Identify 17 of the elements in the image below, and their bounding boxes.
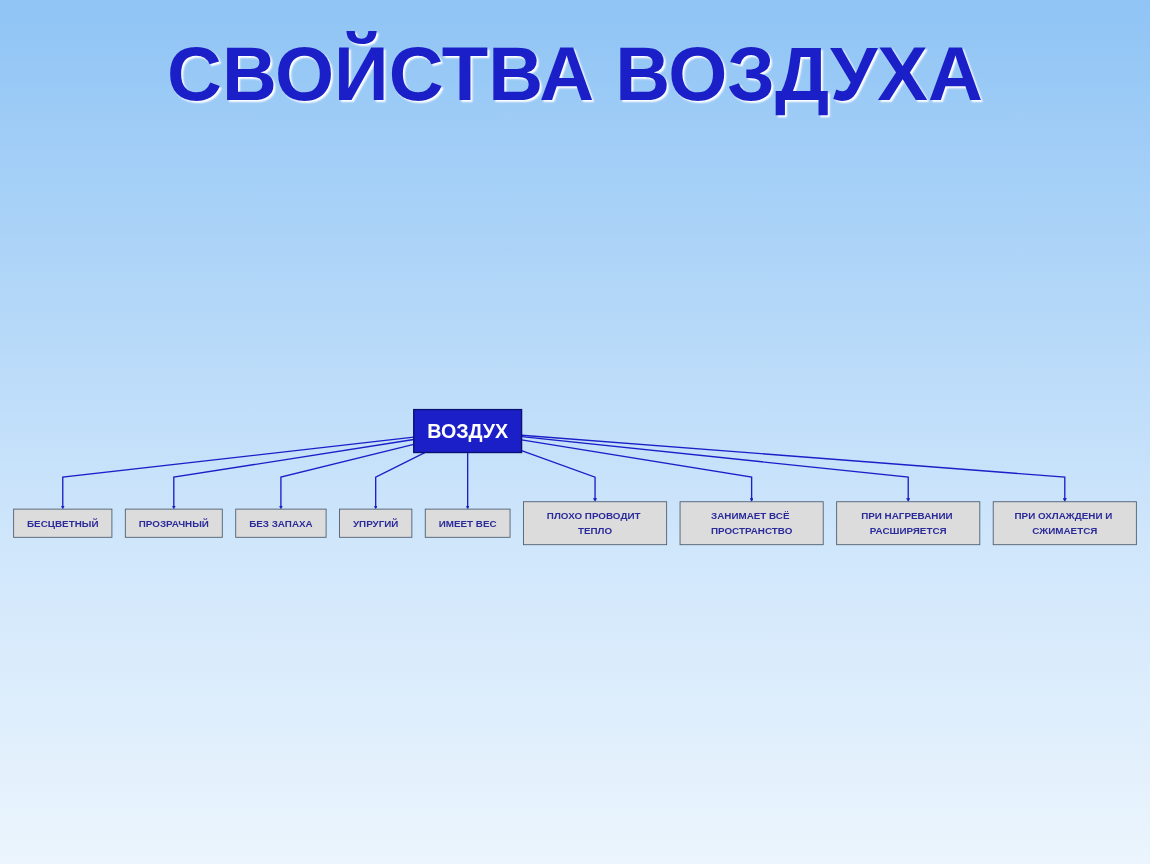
arrow [520, 439, 754, 502]
node-box: ИМЕЕТ ВЕС [424, 508, 511, 538]
arrow [520, 435, 911, 502]
node-box: ПЛОХО ПРОВОДИТ ТЕПЛО [523, 501, 668, 545]
arrow [520, 434, 1067, 502]
node-box: ПРОЗРАЧНЫЙ [124, 508, 223, 538]
node-box: ЗАНИМАЕТ ВСЁ ПРОСТРАНСТВО [679, 501, 824, 545]
node-box: УПРУГИЙ [339, 508, 413, 538]
node-box: ПРИ ОХЛАЖДЕНИ И СЖИМАЕТСЯ [992, 501, 1137, 545]
node-box: ВОЗДУХ [413, 408, 523, 454]
arrow [520, 449, 597, 502]
arrow [373, 451, 426, 510]
node-box: ПРИ НАГРЕВАНИИ РАСШИРЯЕТСЯ [836, 501, 981, 545]
title: СВОЙСТВА ВОЗДУХА [166, 30, 984, 117]
arrow [465, 451, 470, 510]
node-box: БЕСЦВЕТНЫЙ [13, 508, 113, 538]
node-box: БЕЗ ЗАПАХА [235, 508, 327, 538]
